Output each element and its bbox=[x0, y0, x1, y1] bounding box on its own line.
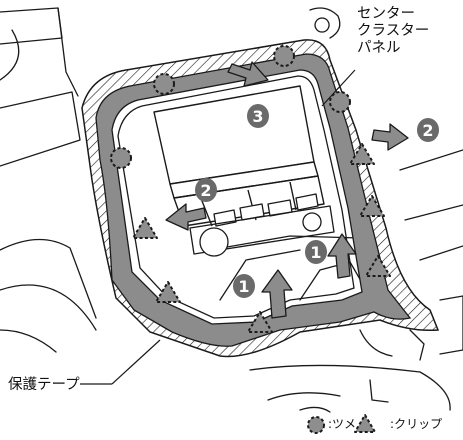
protective-tape-label: 保護テープ bbox=[8, 377, 80, 393]
legend-claw-text: :ツメ bbox=[328, 417, 357, 431]
clip-icon bbox=[365, 255, 391, 277]
bezel-inner-edge bbox=[117, 75, 355, 319]
legend-clip-text: :クリップ bbox=[390, 417, 443, 431]
claw-clip-icon bbox=[110, 147, 132, 169]
claw-clip-icon bbox=[306, 416, 326, 432]
step-number-badge: 2 bbox=[417, 118, 439, 142]
leader-lines bbox=[80, 69, 356, 385]
legend-claw-swatch bbox=[307, 416, 325, 434]
protective-tape-band bbox=[95, 53, 412, 347]
control-buttons bbox=[189, 193, 335, 257]
console-linework bbox=[0, 7, 463, 413]
clip-icon bbox=[132, 217, 158, 239]
pull-arrow-icon bbox=[327, 233, 357, 279]
clip-icon bbox=[155, 281, 181, 303]
clip-icon bbox=[366, 416, 388, 432]
pull-arrow-icon bbox=[165, 203, 207, 231]
pull-arrow-icon bbox=[371, 123, 409, 151]
legend: :ツメ :クリップ bbox=[306, 415, 452, 432]
svg-text:2: 2 bbox=[422, 121, 433, 140]
step-badges: 3 2 2 1 1 bbox=[195, 104, 439, 298]
label-line: センター bbox=[357, 6, 415, 22]
claw-clip-icon bbox=[329, 91, 351, 113]
svg-text:2: 2 bbox=[200, 181, 211, 200]
svg-text:1: 1 bbox=[310, 243, 321, 262]
pull-arrows bbox=[165, 61, 409, 319]
claw-clip-icon bbox=[153, 73, 175, 95]
claw-clip-icon bbox=[273, 45, 295, 67]
center-cluster-panel-label: センター クラスター パネル bbox=[357, 6, 429, 57]
step-number-badge: 2 bbox=[195, 178, 217, 202]
legend-clip-swatch bbox=[354, 414, 376, 433]
label-line: クラスター bbox=[357, 23, 430, 39]
step-number-badge: 1 bbox=[305, 240, 327, 264]
step-number-badge: 1 bbox=[233, 274, 255, 298]
clip-icon bbox=[359, 195, 385, 217]
label-line: パネル bbox=[357, 40, 401, 56]
step-number-badge: 3 bbox=[247, 104, 269, 128]
claw-clips bbox=[110, 45, 351, 169]
svg-text:3: 3 bbox=[252, 107, 263, 126]
clips bbox=[132, 143, 391, 333]
clip-icon bbox=[247, 311, 273, 333]
clip-icon bbox=[349, 143, 375, 165]
svg-text:1: 1 bbox=[238, 277, 249, 296]
pull-arrow-icon bbox=[227, 61, 269, 87]
pull-arrow-icon bbox=[261, 269, 293, 319]
